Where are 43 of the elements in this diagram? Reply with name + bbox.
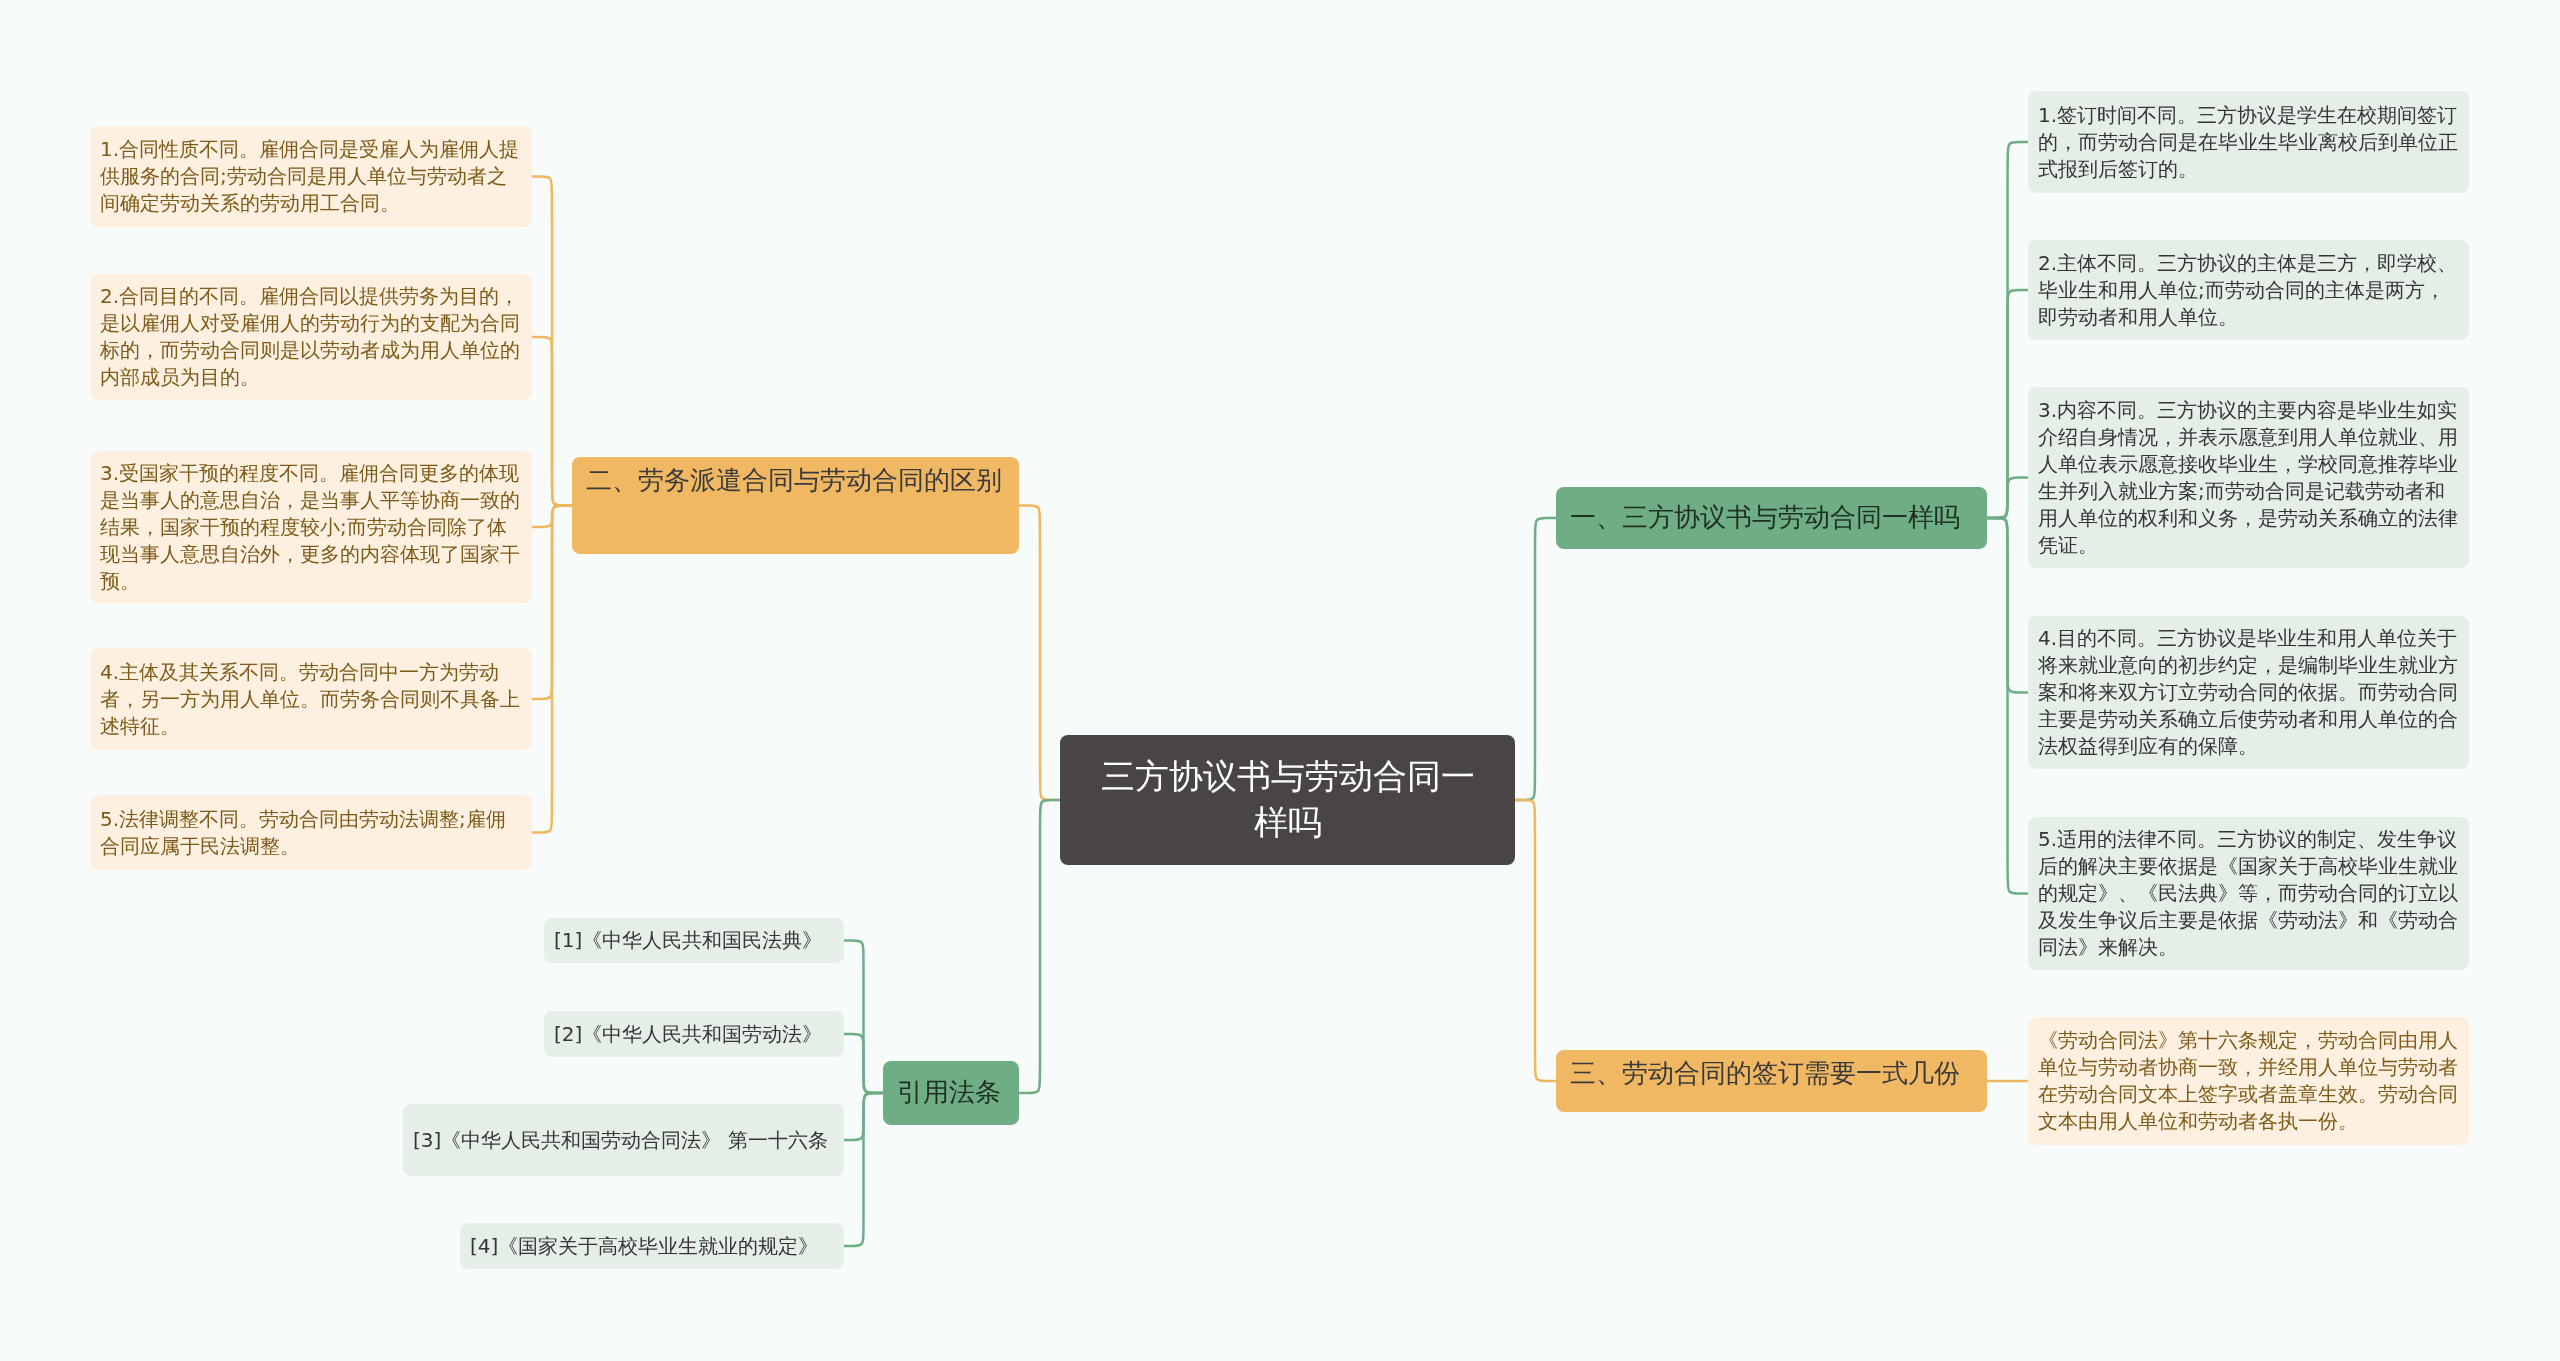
leaf-topic-box (2028, 616, 2469, 769)
connector-line (1017, 798, 1062, 1095)
leaf-topic-text: [4]《国家关于高校毕业生就业的规定》 (470, 1232, 819, 1260)
leaf-topic-text: 5.适用的法律不同。三方协议的制定、发生争议后的解决主要依据是《国家关于高校毕业生就业的规定》、《民法典》等，而劳动合同的订立以及发生争议后主要是依据《劳动法》和《劳动合同法》来解决。 (2038, 826, 2459, 961)
connector-line (842, 1091, 885, 1248)
leaf-topic-text: 5.法律调整不同。劳动合同由劳动法调整;雇佣合同应属于民法调整。 (100, 805, 507, 860)
connector-line (1985, 1079, 2030, 1083)
leaf-topic-text: 4.目的不同。三方协议是毕业生和用人单位关于将来就业意向的初步约定，是编制毕业生就业方案和将来双方订立劳动合同的依据。而劳动合同主要是劳动关系确立后使劳动者和用人单位的合法权益得到应有的保障。 (2038, 625, 2459, 760)
leaf-topic-text: [2]《中华人民共和国劳动法》 (554, 1020, 823, 1048)
branch-topic-text: 一、三方协议书与劳动合同一样吗 (1570, 501, 1960, 535)
leaf-topic-text: 4.主体及其关系不同。劳动合同中一方为劳动者，另一方为用人单位。而劳务合同则不具备上述特征。 (100, 658, 521, 740)
leaf-topic-box (90, 126, 532, 227)
leaf-topic-box (403, 1104, 844, 1176)
leaf-topic-box (2028, 1017, 2469, 1145)
branch-topic-box (1556, 487, 1987, 549)
branch-topic-box (1556, 1050, 1987, 1112)
leaf-topic-box (90, 795, 532, 870)
leaf-topic-box (2028, 240, 2469, 340)
branch-topic-text: 二、劳务派遣合同与劳动合同的区别 (586, 464, 1002, 497)
leaf-topic-text: 《劳动合同法》第十六条规定，劳动合同由用人单位与劳动者协商一致，并经用人单位与劳动者在劳动合同文本上签字或者盖章生效。劳动合同文本由用人单位和劳动者各执一份。 (2038, 1027, 2459, 1135)
connector-line (1985, 516, 2030, 895)
leaf-topic-text: 1.签订时间不同。三方协议是学生在校期间签订的，而劳动合同是在毕业生毕业离校后到单位正式报到后签订的。 (2038, 101, 2459, 183)
leaf-topic-box (2028, 91, 2469, 193)
leaf-topic-text: 1.合同性质不同。雇佣合同是受雇人为雇佣人提供服务的合同;劳动合同是用人单位与劳动者之间确定劳动关系的劳动用工合同。 (100, 136, 521, 217)
branch-topic-box (572, 457, 1019, 554)
leaf-topic-text: [1]《中华人民共和国民法典》 (554, 927, 823, 954)
connector-line (1513, 798, 1558, 1083)
branch-topic-box (883, 1061, 1019, 1125)
leaf-topic-text: [3]《中华人民共和国劳动合同法》 第一十六条 (413, 1126, 828, 1154)
leaf-topic-text: 2.合同目的不同。雇佣合同以提供劳务为目的，是以雇佣人对受雇佣人的劳动行为的支配为合同标的，而劳动合同则是以劳动者成为用人单位的内部成员为目的。 (100, 283, 521, 391)
leaf-topic-box (90, 274, 532, 400)
leaf-topic-box (544, 918, 844, 963)
leaf-topic-box (544, 1011, 844, 1057)
branch-topic-text: 三、劳动合同的签订需要一式几份 (1570, 1057, 1960, 1090)
leaf-topic-box (90, 648, 532, 750)
branch-topic-text: 引用法条 (897, 1076, 1001, 1110)
leaf-topic-box (2028, 817, 2469, 970)
leaf-topic-text: 3.内容不同。三方协议的主要内容是毕业生如实介绍自身情况，并表示愿意到用人单位就业、用人单位表示愿意接收毕业生，学校同意推荐毕业生并列入就业方案;而劳动合同是记载劳动者和用人单位的权利和义务，是劳动关系确立的法律凭证。 (2038, 396, 2459, 559)
central-topic-text: 三方协议书与劳动合同一样吗 (1099, 755, 1476, 844)
leaf-topic-box (460, 1223, 844, 1269)
central-topic-box (1060, 735, 1515, 865)
leaf-topic-text: 2.主体不同。三方协议的主体是三方，即学校、毕业生和用人单位;而劳动合同的主体是两方，即劳动者和用人单位。 (2038, 249, 2459, 331)
leaf-topic-text: 3.受国家干预的程度不同。雇佣合同更多的体现是当事人的意思自治，是当事人平等协商一致的结果，国家干预的程度较小;而劳动合同除了体现当事人意思自治外，更多的内容体现了国家干预。 (100, 459, 521, 595)
